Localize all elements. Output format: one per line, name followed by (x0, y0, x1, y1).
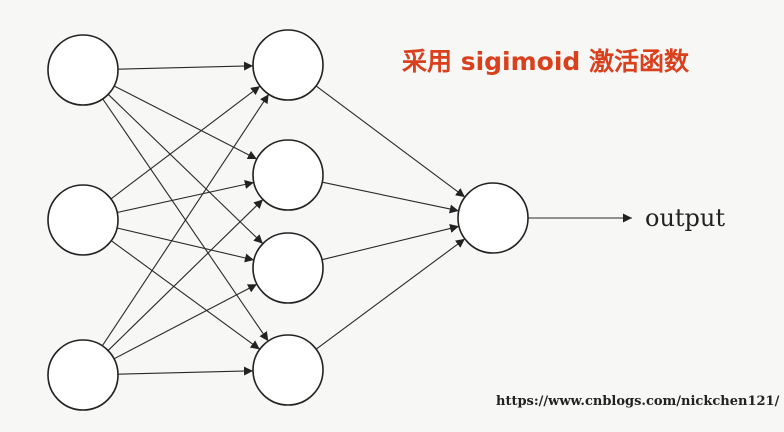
edge-l0-0-to-0 (117, 61, 254, 71)
edge-l1-0-to-0 (315, 85, 466, 198)
connections (101, 61, 632, 376)
edge-l1-2-to-0 (321, 224, 460, 261)
edge-l0-0-to-2 (107, 93, 264, 245)
hidden-neuron-4 (252, 334, 324, 406)
input-neuron-3 (47, 339, 119, 411)
hidden-neuron-2 (252, 139, 324, 211)
diagram-title: 采用 sigimoid 激活函数 (402, 47, 690, 76)
input-neuron-1 (47, 34, 119, 106)
edge-l0-2-to-3 (117, 366, 254, 376)
edge-l0-0-to-1 (113, 85, 258, 160)
hidden-neuron-1 (252, 29, 324, 101)
edge-l0-2-to-0 (101, 93, 270, 347)
output-neuron-1 (457, 182, 529, 254)
edge-l0-1-to-3 (110, 240, 261, 350)
edge-l0-1-to-2 (116, 227, 255, 263)
edge-l0-1-to-1 (117, 180, 254, 214)
neurons (47, 29, 529, 411)
edge-l0-2-to-2 (113, 283, 258, 360)
edge-l1-3-to-0 (315, 238, 466, 350)
input-neuron-2 (47, 184, 119, 256)
edge-l0-2-to-1 (107, 199, 264, 351)
edge-l0-1-to-0 (110, 85, 261, 200)
watermark-url: https://www.cnblogs.com/nickchen121/ (496, 394, 780, 409)
edge-l1-1-to-0 (322, 181, 459, 214)
hidden-neuron-3 (252, 232, 324, 304)
output-label: output (645, 204, 725, 232)
